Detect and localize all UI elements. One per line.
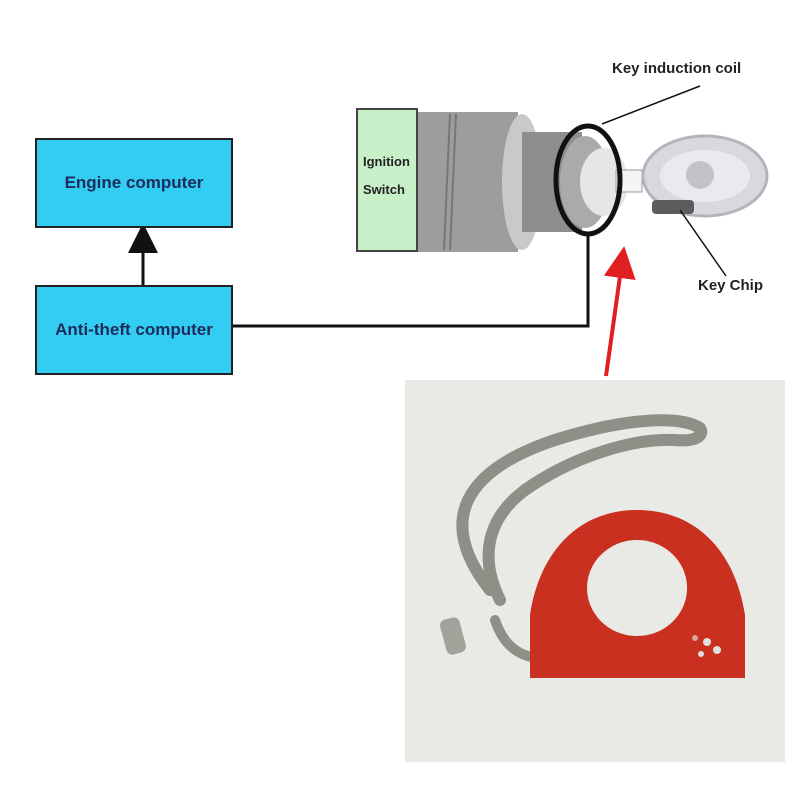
key-induction-coil-label: Key induction coil <box>612 60 742 77</box>
ignition-switch-label-line2: Switch <box>363 182 405 197</box>
key-chip <box>652 200 694 214</box>
red-pcb <box>530 510 745 678</box>
induction-coil-ring <box>553 123 623 237</box>
pointer-coil <box>601 85 701 125</box>
lanyard-strap <box>456 414 708 606</box>
ignition-switch-box: Ignition Switch <box>356 108 418 252</box>
engine-computer-box: Engine computer <box>35 138 233 228</box>
lanyard-sleeve <box>440 617 466 655</box>
red-arrow <box>603 246 636 377</box>
pointer-chip <box>679 209 727 277</box>
anti-theft-computer-box: Anti-theft computer <box>35 285 233 375</box>
engine-computer-label: Engine computer <box>64 173 204 192</box>
key-chip-label: Key Chip <box>698 277 764 294</box>
ignition-switch-label-line1: Ignition <box>363 154 410 169</box>
coil-product-photo <box>405 380 785 762</box>
anti-theft-computer-label: Anti-theft computer <box>55 320 213 339</box>
coil-product-illustration <box>440 414 745 678</box>
ignition-cylinder <box>418 112 643 252</box>
wire-antitheft-to-coil <box>233 232 590 328</box>
key-head <box>641 134 769 218</box>
